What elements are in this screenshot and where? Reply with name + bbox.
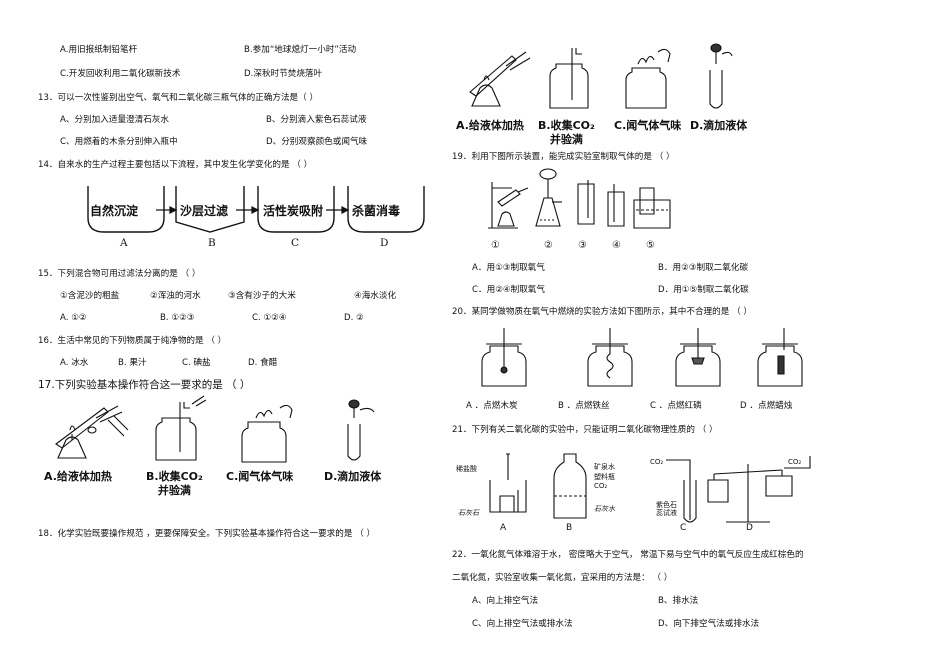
q13-option-a: A、分别加入适量澄清石灰水 (60, 115, 170, 125)
q12-option-b: B.参加“地球熄灯一小时”活动 (244, 45, 357, 55)
q21-letter-c: C (680, 523, 687, 533)
q14-stem: 14．自来水的生产过程主要包括以下流程，其中发生化学变化的是 （ ） (38, 160, 313, 170)
q17-figure-a-heating (55, 405, 129, 459)
q22-stem-line2: 二氧化氮，实验室收集一氧化氮，宜采用的方法是： （ ） (452, 573, 673, 583)
q12-option-d: D.深秋时节焚烧落叶 (244, 69, 323, 79)
top-caption-c: C.闻气体气味 (614, 119, 682, 132)
q14-letter-c: C (291, 237, 300, 249)
q22-stem-line1: 22．一氧化氮气体难溶于水， 密度略大于空气， 常温下易与空气中的氧气反应生成红… (452, 550, 804, 560)
q19-num-5: ⑤ (646, 240, 655, 251)
q20-jar-a (481, 328, 527, 387)
q21-label-plastic: 塑料瓶 (594, 473, 615, 481)
q22-option-c: C、向上排空气法或排水法 (472, 619, 573, 629)
q20-caption-a: A ．点燃木炭 (466, 401, 518, 411)
q21-label-limestone: 石灰石 (458, 509, 479, 517)
q22-option-d: D、向下排空气法或排水法 (658, 619, 760, 629)
q17-stem: 17.下列实验基本操作符合这一要求的是 （ ） (38, 379, 251, 391)
q18-stem: 18．化学实验既要操作规范 ，更要保障安全。下列实验基本操作符合这一要求的是 （… (38, 529, 376, 539)
q21-letter-d: D (746, 523, 753, 533)
q19-stem: 19．利用下图所示装置，能完成实验室制取气体的是 （ ） (452, 152, 675, 162)
q21-figure-b-bottle (553, 453, 587, 519)
q19-option-c: C．用②④制取氧气 (472, 285, 545, 295)
q21-label-hcl: 稀盐酸 (456, 465, 477, 473)
q17-figure-d-dropper (347, 399, 375, 461)
q15-item-1: ①含泥沙的粗盐 (60, 291, 120, 301)
q20-caption-b: B ．点燃铁丝 (558, 401, 610, 411)
top-caption-d: D.滴加液体 (690, 119, 748, 132)
q16-option-c: C. 碘盐 (182, 358, 211, 368)
q16-stem: 16．生活中常见的下列物质属于纯净物的是 （ ） (38, 336, 227, 346)
q15-item-4: ④海水淡化 (354, 291, 397, 301)
q14-letter-d: D (380, 237, 389, 249)
q15-option-d: D. ② (344, 313, 364, 323)
q15-item-2: ②浑浊的河水 (150, 291, 201, 301)
q13-stem: 13．可以一次性鉴别出空气、氧气和二氧化碳三瓶气体的正确方法是（ ） (38, 93, 319, 103)
q19-apparatus-3 (577, 180, 595, 225)
q14-letter-b: B (208, 237, 216, 249)
q19-apparatus-2 (535, 168, 562, 227)
q14-step-1: 自然沉淀 (90, 204, 139, 218)
q22-option-b: B、排水法 (658, 596, 699, 606)
q21-label-co2-c: CO₂ (650, 458, 664, 466)
q21-label-co2-b: CO₂ (594, 482, 608, 490)
top-figure-a-heating (469, 51, 531, 107)
q17-figure-b-collect (155, 395, 207, 461)
q14-step-4: 杀菌消毒 (352, 204, 401, 218)
q20-jar-d (757, 328, 803, 387)
q13-option-d: D、分别观察颜色或闻气味 (266, 137, 368, 147)
q21-letter-b: B (566, 523, 573, 533)
q15-item-3: ③含有沙子的大米 (228, 291, 296, 301)
q20-jar-b (587, 328, 633, 387)
q17-caption-c: C.闻气体气味 (226, 470, 294, 483)
q15-option-a: A. ①② (60, 313, 87, 323)
q13-option-b: B、分别滴入紫色石蕊试液 (266, 115, 367, 125)
q15-option-c: C. ①②④ (252, 313, 287, 323)
q20-jar-c (675, 328, 721, 387)
q21-stem: 21．下列有关二氧化碳的实验中，只能证明二氧化碳物理性质的 （ ） (452, 425, 718, 435)
q16-option-d: D. 食醋 (248, 358, 278, 368)
top-figure-b-collect (549, 48, 589, 109)
top-figure-c-smell (625, 48, 671, 109)
q17-caption-a: A.给液体加热 (44, 470, 112, 483)
q20-caption-d: D ．点燃蜡烛 (740, 401, 793, 411)
q21-label-water: 石灰水 (594, 505, 615, 513)
q16-option-a: A. 冰水 (60, 358, 89, 368)
q21-label-co2-d: CO₂ (788, 458, 802, 466)
q17-caption-b: B.收集CO₂ 并验满 (146, 470, 203, 497)
q15-option-b: B. ①②③ (160, 313, 195, 323)
q17-caption-d: D.滴加液体 (324, 470, 382, 483)
q15-stem: 15．下列混合物可用过滤法分离的是 （ ） (38, 269, 201, 279)
q13-option-c: C、用燃着的木条分别伸入瓶中 (60, 137, 178, 147)
top-caption-a: A.给液体加热 (456, 119, 524, 132)
q12-option-c: C.开发回收利用二氧化碳新技术 (60, 69, 181, 79)
q19-num-4: ④ (612, 240, 621, 251)
q17-figure-c-smell (241, 404, 293, 463)
top-caption-b: B.收集CO₂ 并验满 (538, 119, 595, 146)
q19-num-2: ② (544, 240, 553, 251)
top-figure-d-dropper (709, 43, 733, 109)
q20-caption-c: C ．点燃红磷 (650, 401, 702, 411)
q19-apparatus-4 (607, 184, 625, 227)
q16-option-b: B. 果汁 (118, 358, 147, 368)
q21-figure-d-balance (707, 456, 811, 523)
q21-figure-c (666, 459, 697, 523)
q21-letter-a: A (500, 523, 507, 533)
q14-flow-diagram (87, 186, 425, 233)
q21-label-mineral: 矿泉水 (594, 463, 615, 471)
q21-figure-a (489, 453, 527, 513)
q19-option-d: D．用①⑤制取二氧化碳 (658, 285, 749, 295)
q22-option-a: A、向上排空气法 (472, 596, 539, 606)
q14-step-2: 沙层过滤 (180, 204, 229, 218)
q19-apparatus-5 (633, 187, 671, 229)
q14-letter-a: A (120, 237, 128, 249)
q19-apparatus-1 (488, 182, 529, 229)
q19-option-a: A．用①③制取氧气 (472, 263, 545, 273)
q12-option-a: A.用旧报纸制铅笔杆 (60, 45, 138, 55)
q19-num-1: ① (491, 240, 500, 251)
q19-option-b: B．用②③制取二氧化碳 (658, 263, 749, 273)
q19-num-3: ③ (578, 240, 587, 251)
q21-label-litmus: 紫色石 蕊试液 (656, 501, 677, 517)
q14-step-3: 活性炭吸附 (263, 204, 324, 218)
q20-stem: 20．某同学做物质在氧气中燃烧的实验方法如下图所示，其中不合理的是 （ ） (452, 307, 752, 317)
